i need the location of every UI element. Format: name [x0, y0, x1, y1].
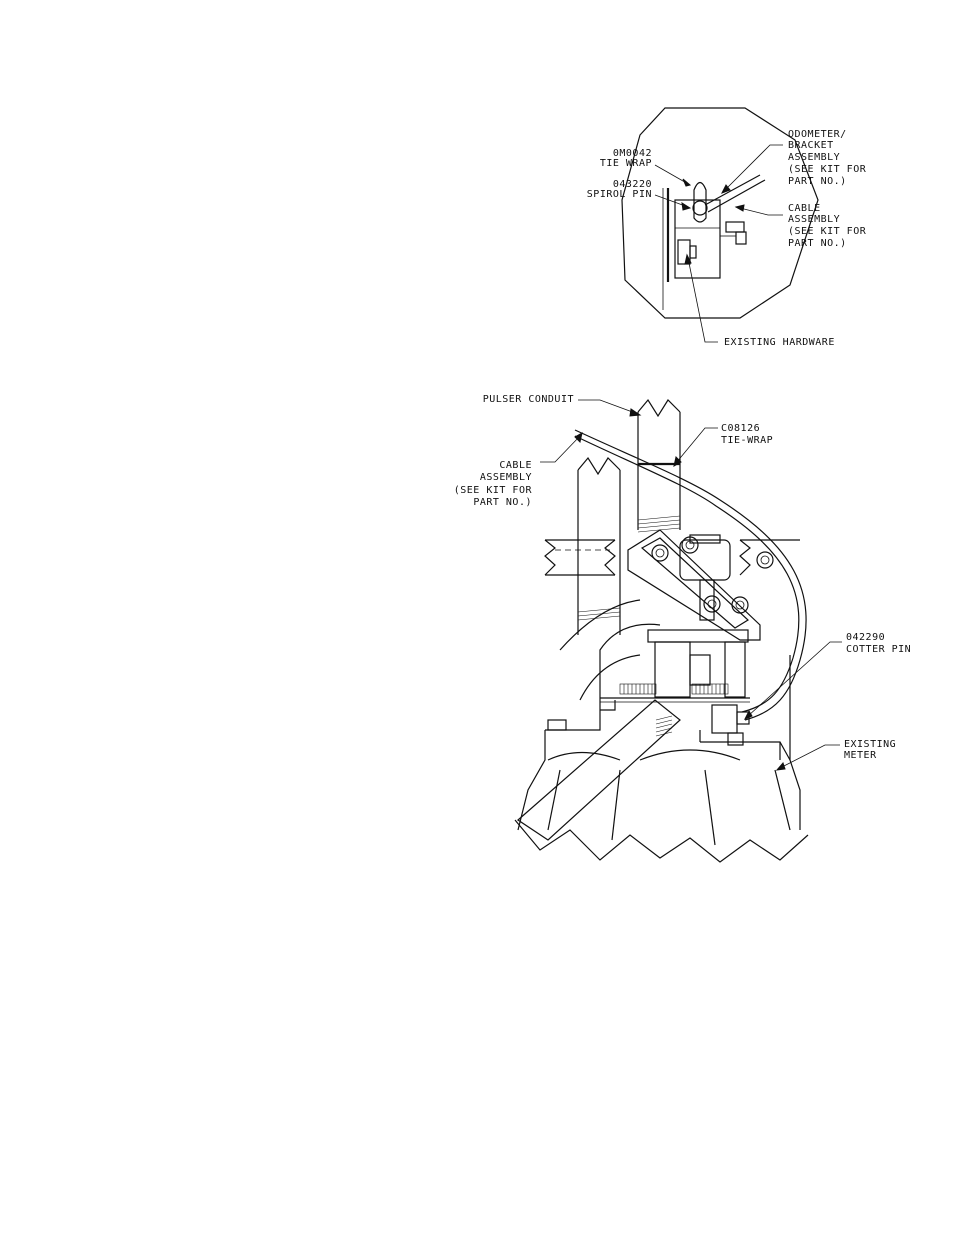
existing-meter [517, 623, 801, 831]
bracket-bolts [651, 536, 774, 614]
label-existing-meter-1: EXISTING [844, 739, 897, 750]
detail-cable [704, 174, 766, 213]
gears [619, 683, 729, 695]
spirol-pin [692, 200, 708, 216]
label-tie-wrap-part: 0M0042 [612, 148, 652, 159]
label-tie-wrap2-part: C08126 [721, 423, 761, 434]
spring [655, 715, 673, 737]
label-main-cable-2: ASSEMBLY [479, 472, 532, 483]
label-existing-hardware: EXISTING HARDWARE [724, 337, 835, 348]
label-spirol-pin-part: 043220 [612, 179, 652, 190]
label-odometer-5: PART NO.) [788, 176, 847, 187]
detail-view [621, 107, 819, 343]
label-main-cable-1: CABLE [499, 460, 532, 471]
bracket-plate [627, 529, 761, 641]
label-existing-meter-2: METER [844, 750, 877, 761]
label-odometer-2: BRACKET [788, 140, 834, 151]
cable-assembly [574, 429, 807, 721]
break-line [514, 819, 809, 863]
label-cotter-pin-part: 042290 [846, 632, 886, 643]
label-spirol-pin-name: SPIROL PIN [586, 189, 652, 200]
label-pulser-conduit: PULSER CONDUIT [482, 394, 574, 405]
label-odometer-4: (SEE KIT FOR [788, 164, 867, 175]
label-cotter-pin-name: COTTER PIN [846, 644, 912, 655]
label-tie-wrap-name: TIE WRAP [599, 158, 652, 169]
label-tie-wrap2-name: TIE-WRAP [721, 435, 774, 446]
label-main-cable-4: PART NO.) [473, 497, 532, 508]
label-detail-cable-3: (SEE KIT FOR [788, 226, 867, 237]
label-odometer-1: ODOMETER/ [788, 129, 847, 140]
label-main-cable-3: (SEE KIT FOR [453, 485, 532, 496]
detail-boundary [621, 107, 819, 319]
drive-shaft [517, 699, 681, 841]
odometer-body [679, 539, 731, 581]
tie-wrap [693, 181, 707, 223]
main-view [514, 398, 842, 863]
label-detail-cable-4: PART NO.) [788, 238, 847, 249]
label-detail-cable-2: ASSEMBLY [788, 214, 841, 225]
label-detail-cable-1: CABLE [788, 203, 821, 214]
odometer-bracket [674, 199, 721, 279]
label-odometer-3: ASSEMBLY [788, 152, 841, 163]
